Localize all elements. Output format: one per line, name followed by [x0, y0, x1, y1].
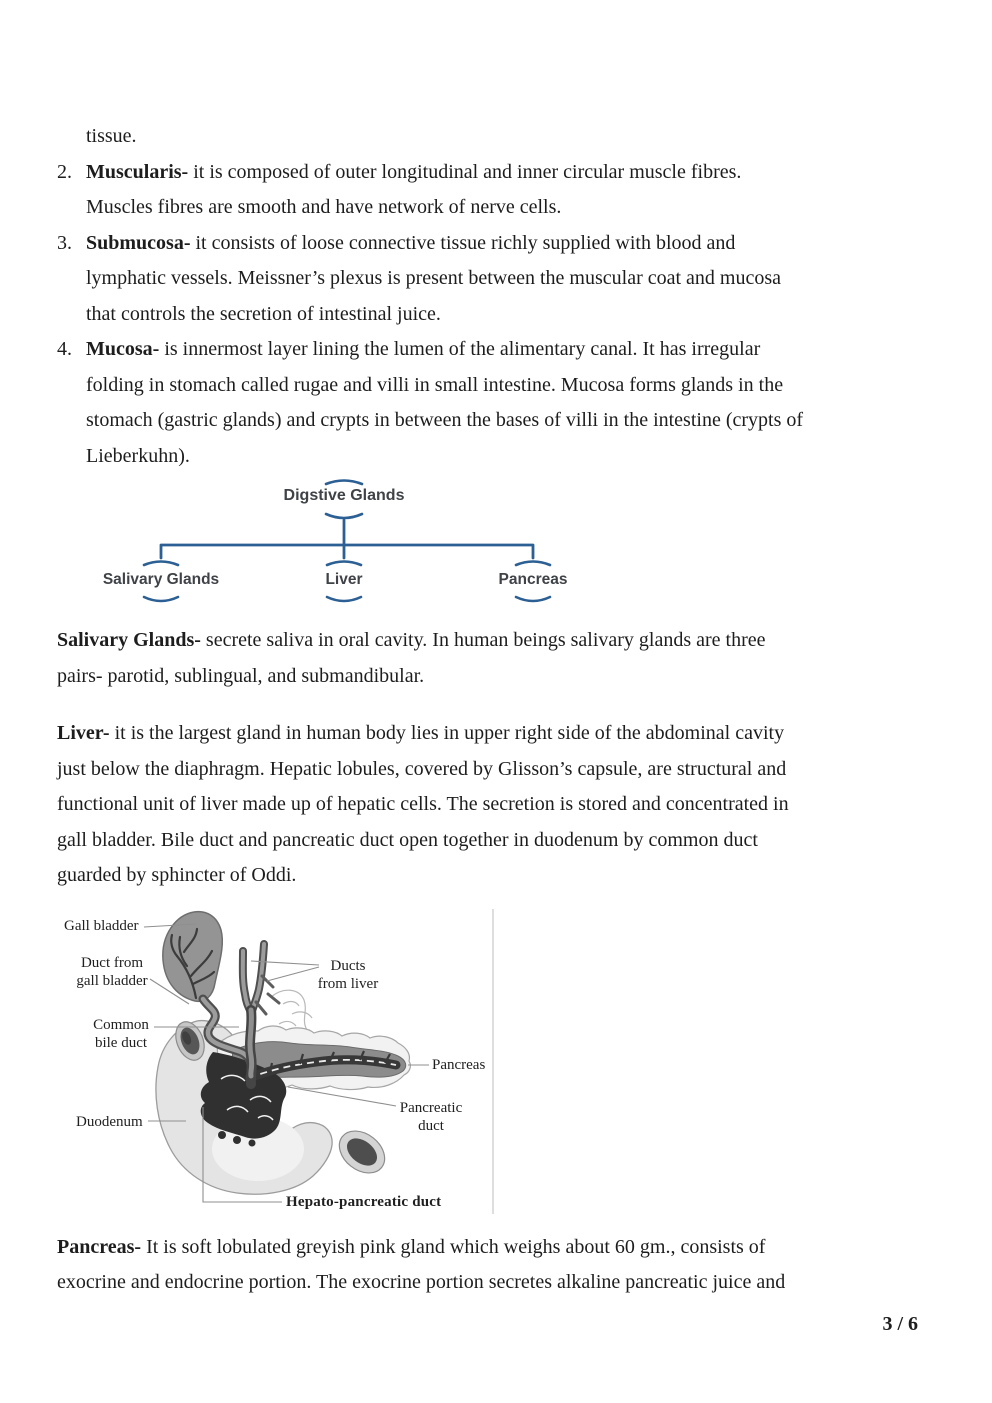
paragraph-term: Pancreas-: [57, 1235, 142, 1258]
list-item-number: 2.: [57, 160, 72, 183]
head-highlights: [220, 1074, 274, 1120]
list-item: 2. Muscularis-it is composed of outer lo…: [57, 155, 938, 226]
label-common-bile-duct: Common bile duct: [93, 1016, 149, 1051]
list-item-body: it is composed of outer longitudinal and…: [86, 160, 742, 219]
list-item-body: it consists of loose connective tissue r…: [86, 231, 782, 325]
biliary-pancreas-figure: Gall bladder Duct from gall bladder Comm…: [0, 904, 992, 1216]
label-gall-bladder: Gall bladder: [64, 917, 139, 934]
paragraph-body: it is the largest gland in human body li…: [57, 722, 789, 886]
tree-node-liver: Liver: [325, 571, 363, 588]
paragraph-body: It is soft lobulated greyish pink gland …: [57, 1235, 786, 1294]
list-item: 3. Submucosa-it consists of loose connec…: [57, 226, 938, 333]
digestive-glands-tree-diagram: Digstive Glands Salivary Glands Liver Pa…: [0, 477, 992, 605]
tree-diagram-svg: [142, 479, 552, 603]
root-top-arc: [324, 479, 364, 486]
tree-branch-line: [159, 543, 535, 560]
label-hepato-pancreatic-duct: Hepato-pancreatic duct: [286, 1193, 442, 1210]
list-item-text: Mucosa-is innermost layer lining the lum…: [86, 332, 803, 474]
list-item-term: Muscularis-: [86, 160, 189, 183]
paragraph-body: secrete saliva in oral cavity. In human …: [57, 629, 766, 687]
pancreas-top-arc: [514, 560, 552, 567]
list-item-continuation: tissue.: [86, 119, 938, 155]
list-item-number: 3.: [57, 231, 72, 254]
list-item-body: is innermost layer lining the lumen of t…: [86, 338, 804, 467]
list-item-number: 4.: [57, 338, 72, 360]
tree-root-label: Digstive Glands: [283, 487, 405, 504]
label-pancreatic-duct: Pancreatic duct: [399, 1099, 463, 1134]
label-duodenum: Duodenum: [76, 1113, 143, 1130]
tree-node-pancreas: Pancreas: [498, 571, 568, 588]
label-ducts-from-liver: Ducts from liver: [317, 957, 379, 992]
label-pancreas: Pancreas: [432, 1056, 486, 1073]
list-item: 4. Mucosa-is innermost layer lining the …: [57, 332, 938, 474]
bile-duct-system: [198, 939, 281, 1089]
pancreatic-duct-band: [244, 1050, 401, 1082]
paragraph-term: Salivary Glands-: [57, 629, 201, 651]
liver-top-arc: [325, 560, 363, 567]
anatomy-figure-svg: [143, 908, 494, 1214]
duodenum-tube-cross-section: [338, 1129, 386, 1174]
list-item-text: Muscularis-it is composed of outer longi…: [86, 155, 741, 226]
gall-bladder-shape: [162, 910, 224, 1002]
salivary-top-arc: [142, 560, 180, 567]
pancreas-bottom-arc: [514, 595, 552, 603]
page-number: 3 / 6: [882, 1312, 918, 1335]
list-item-continuation-text: tissue.: [86, 125, 137, 147]
paragraph-term: Liver-: [57, 722, 110, 744]
liver-bottom-arc: [325, 595, 363, 603]
list-item-term: Mucosa-: [86, 338, 160, 360]
root-bottom-arc: [324, 512, 364, 520]
label-leader-lines: [143, 922, 429, 1203]
duodenum-cut-opening: [175, 1020, 205, 1061]
list-item-text: Submucosa-it consists of loose connectiv…: [86, 226, 781, 333]
list-item-term: Submucosa-: [86, 231, 191, 254]
pancreas-paragraph: Pancreas-It is soft lobulated greyish pi…: [57, 1230, 938, 1301]
salivary-glands-paragraph: Salivary Glands-secrete saliva in oral c…: [57, 623, 938, 694]
label-duct-from-gall-bladder: Duct from gall bladder: [76, 954, 148, 989]
salivary-bottom-arc: [142, 595, 180, 603]
liver-paragraph: Liver-it is the largest gland in human b…: [57, 716, 938, 894]
tree-node-salivary-glands: Salivary Glands: [102, 571, 220, 588]
